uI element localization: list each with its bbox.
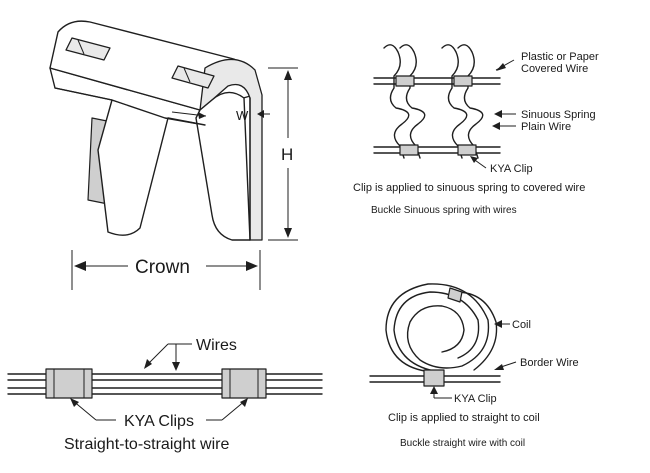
coil-kya-clip-label: KYA Clip (454, 393, 497, 405)
plastic-label-2: Covered Wire (521, 63, 588, 75)
wires-label: Wires (196, 337, 237, 354)
coil-caption: Clip is applied to straight to coil (388, 412, 540, 424)
straight-wire-diagram (7, 343, 323, 421)
clip-3d-view (49, 20, 263, 241)
crown-label: Crown (135, 257, 190, 278)
crown-dimension: Crown (71, 250, 261, 290)
straight-caption: Straight-to-straight wire (64, 436, 229, 453)
sinuous-subcaption: Buckle Sinuous spring with wires (371, 205, 517, 216)
plastic-label-1: Plastic or Paper (521, 51, 599, 63)
kya-clips-label: KYA Clips (124, 413, 194, 430)
sinuous-label-1: Sinuous Spring (521, 109, 596, 121)
sinuous-caption: Clip is applied to sinuous spring to cov… (353, 182, 585, 194)
w-label: W (236, 108, 249, 123)
sinuous-kya-clip-label: KYA Clip (490, 163, 533, 175)
coil-subcaption: Buckle straight wire with coil (400, 438, 525, 449)
h-dimension: H (268, 67, 298, 241)
coil-label: Coil (512, 319, 531, 331)
h-label: H (281, 145, 293, 164)
w-dimension: W (171, 108, 270, 123)
sinuous-label-2: Plain Wire (521, 121, 571, 133)
border-wire-label: Border Wire (520, 357, 579, 369)
coil-diagram (369, 283, 517, 399)
sinuous-spring-diagram (373, 44, 516, 169)
